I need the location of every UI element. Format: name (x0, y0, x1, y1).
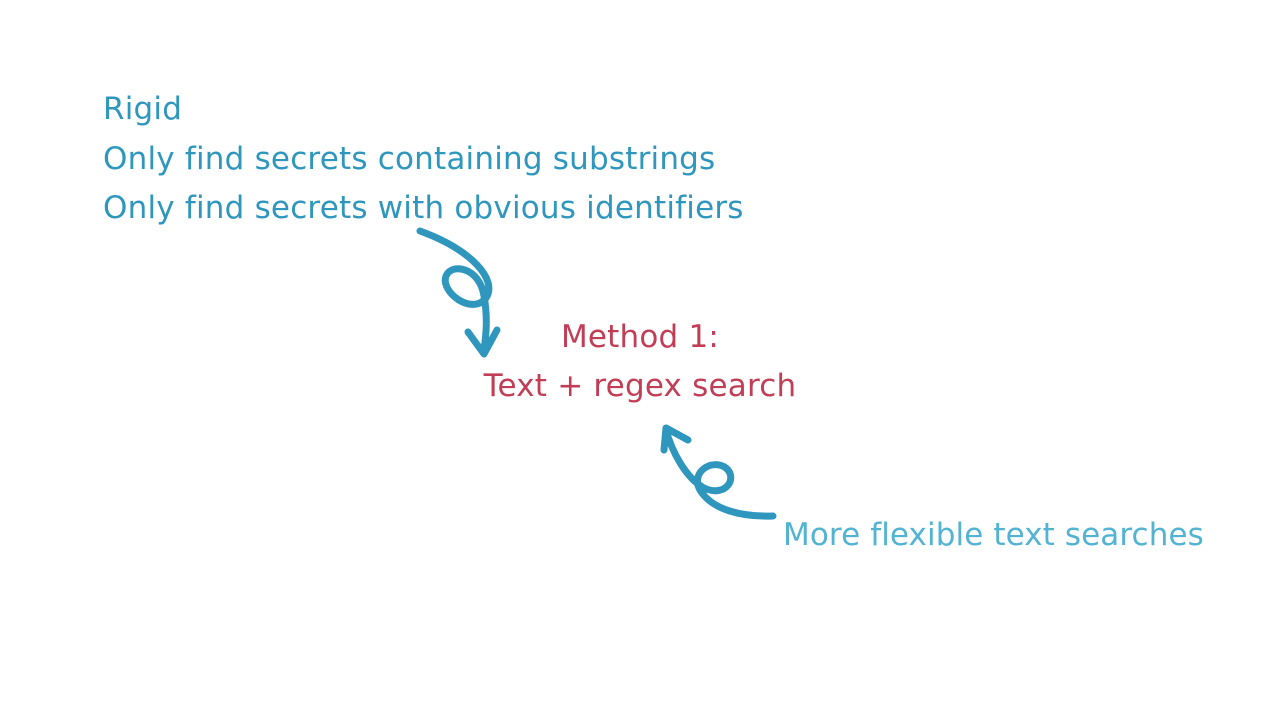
method-block: Method 1: Text + regex search (470, 313, 810, 411)
benefit-label: More flexible text searches (783, 517, 1204, 553)
drawback-item-substrings: Only find secrets containing substrings (103, 140, 716, 177)
drawback-item-identifiers: Only find secrets with obvious identifie… (103, 190, 744, 226)
drawback-item-rigid: Rigid (103, 91, 183, 127)
method-title: Method 1: (560, 319, 720, 355)
drawbacks-list: Rigid Only find secrets containing subst… (103, 85, 744, 234)
method-subtitle: Text + regex search (483, 368, 797, 404)
